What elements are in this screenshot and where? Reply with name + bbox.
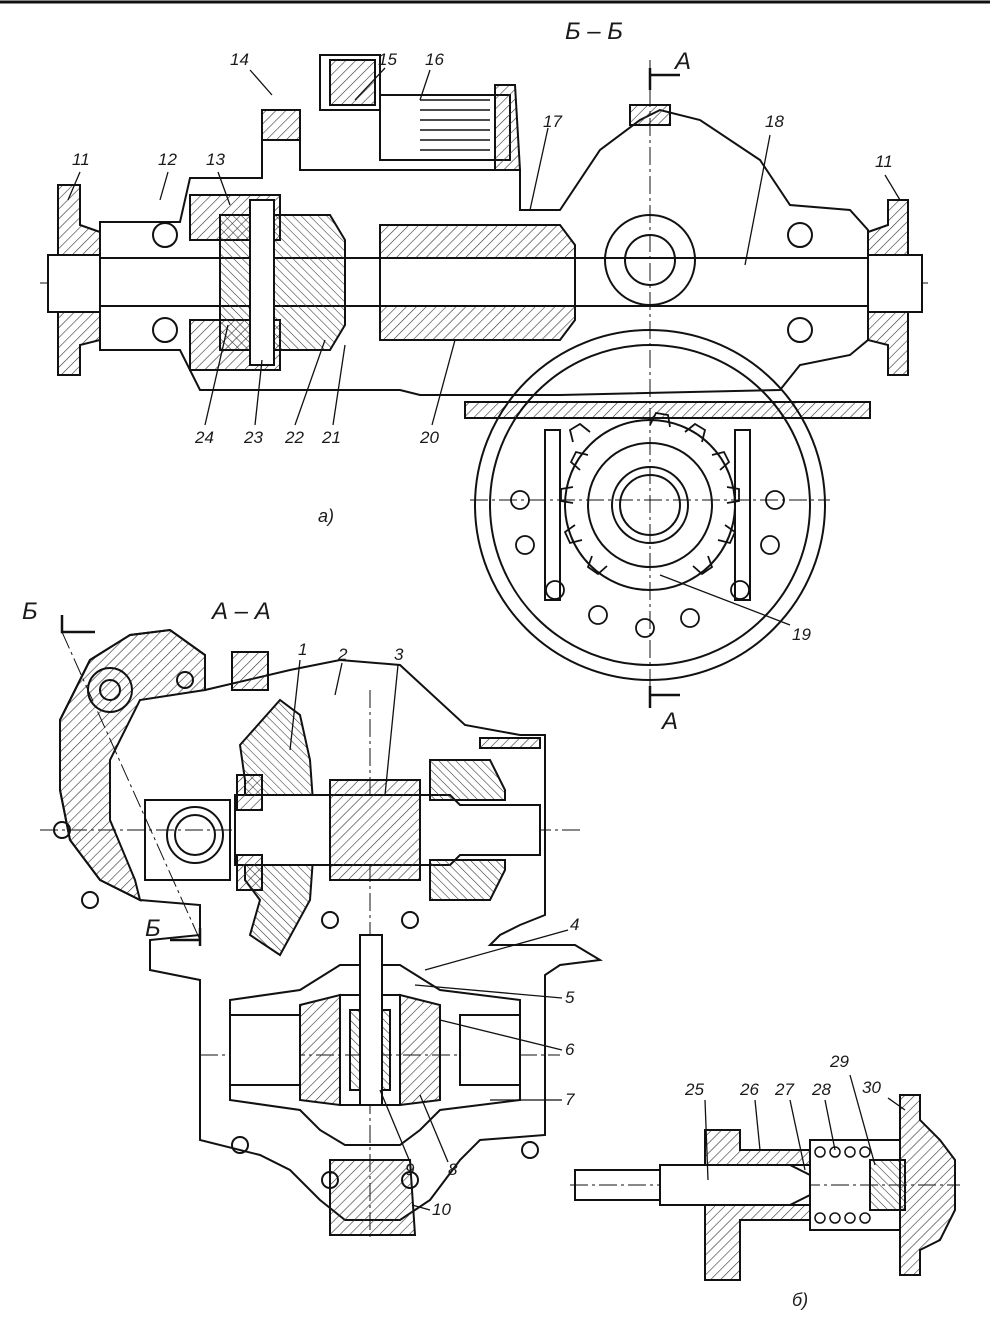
leaders-view-aa: [289, 659, 569, 1211]
callout-13: 13: [206, 150, 225, 169]
callout-21: 21: [322, 428, 341, 447]
callout-18: 18: [765, 112, 784, 131]
view-b-detail: [570, 1094, 960, 1281]
callout-30: 30: [862, 1078, 881, 1097]
callout-20: 20: [420, 428, 439, 447]
section-bb-label: Б – Б: [565, 18, 623, 45]
callout-23: 23: [244, 428, 263, 447]
section-a-bottom-marker: А: [662, 708, 679, 735]
callout-17: 17: [543, 112, 562, 131]
callout-6: 6: [565, 1040, 575, 1059]
callout-22: 22: [285, 428, 304, 447]
callout-3: 3: [394, 645, 404, 664]
callout-15: 15: [378, 50, 397, 69]
callout-11-right: 11: [875, 152, 893, 171]
view-a-section-bb: [40, 54, 930, 708]
callout-27: 27: [775, 1080, 794, 1099]
callout-25: 25: [685, 1080, 704, 1099]
callout-19: 19: [792, 625, 811, 644]
callout-7: 7: [565, 1090, 575, 1109]
leaders-view-b: [704, 1074, 906, 1181]
callout-1: 1: [298, 640, 308, 659]
callout-11-left: 11: [72, 150, 90, 169]
callout-5: 5: [565, 988, 575, 1007]
view-section-aa: [40, 615, 603, 1240]
callout-14: 14: [230, 50, 249, 69]
callout-10: 10: [432, 1200, 451, 1219]
callout-26: 26: [740, 1080, 759, 1099]
sublabel-b: б): [792, 1290, 809, 1310]
callout-24: 24: [195, 428, 214, 447]
callout-4: 4: [570, 915, 580, 934]
section-a-top-marker: А: [675, 48, 692, 75]
callout-8: 8: [448, 1160, 458, 1179]
section-b-top-marker: Б: [22, 598, 38, 625]
callout-9: 9: [405, 1160, 415, 1179]
callout-2: 2: [338, 645, 348, 664]
callout-28: 28: [812, 1080, 831, 1099]
callout-29: 29: [830, 1052, 849, 1071]
leaders-view-a: [67, 67, 901, 626]
callout-12: 12: [158, 150, 177, 169]
callout-16: 16: [425, 50, 444, 69]
sublabel-a: а): [318, 506, 335, 526]
section-b-bottom-marker: Б: [145, 915, 161, 942]
section-aa-label: А – А: [212, 598, 271, 625]
